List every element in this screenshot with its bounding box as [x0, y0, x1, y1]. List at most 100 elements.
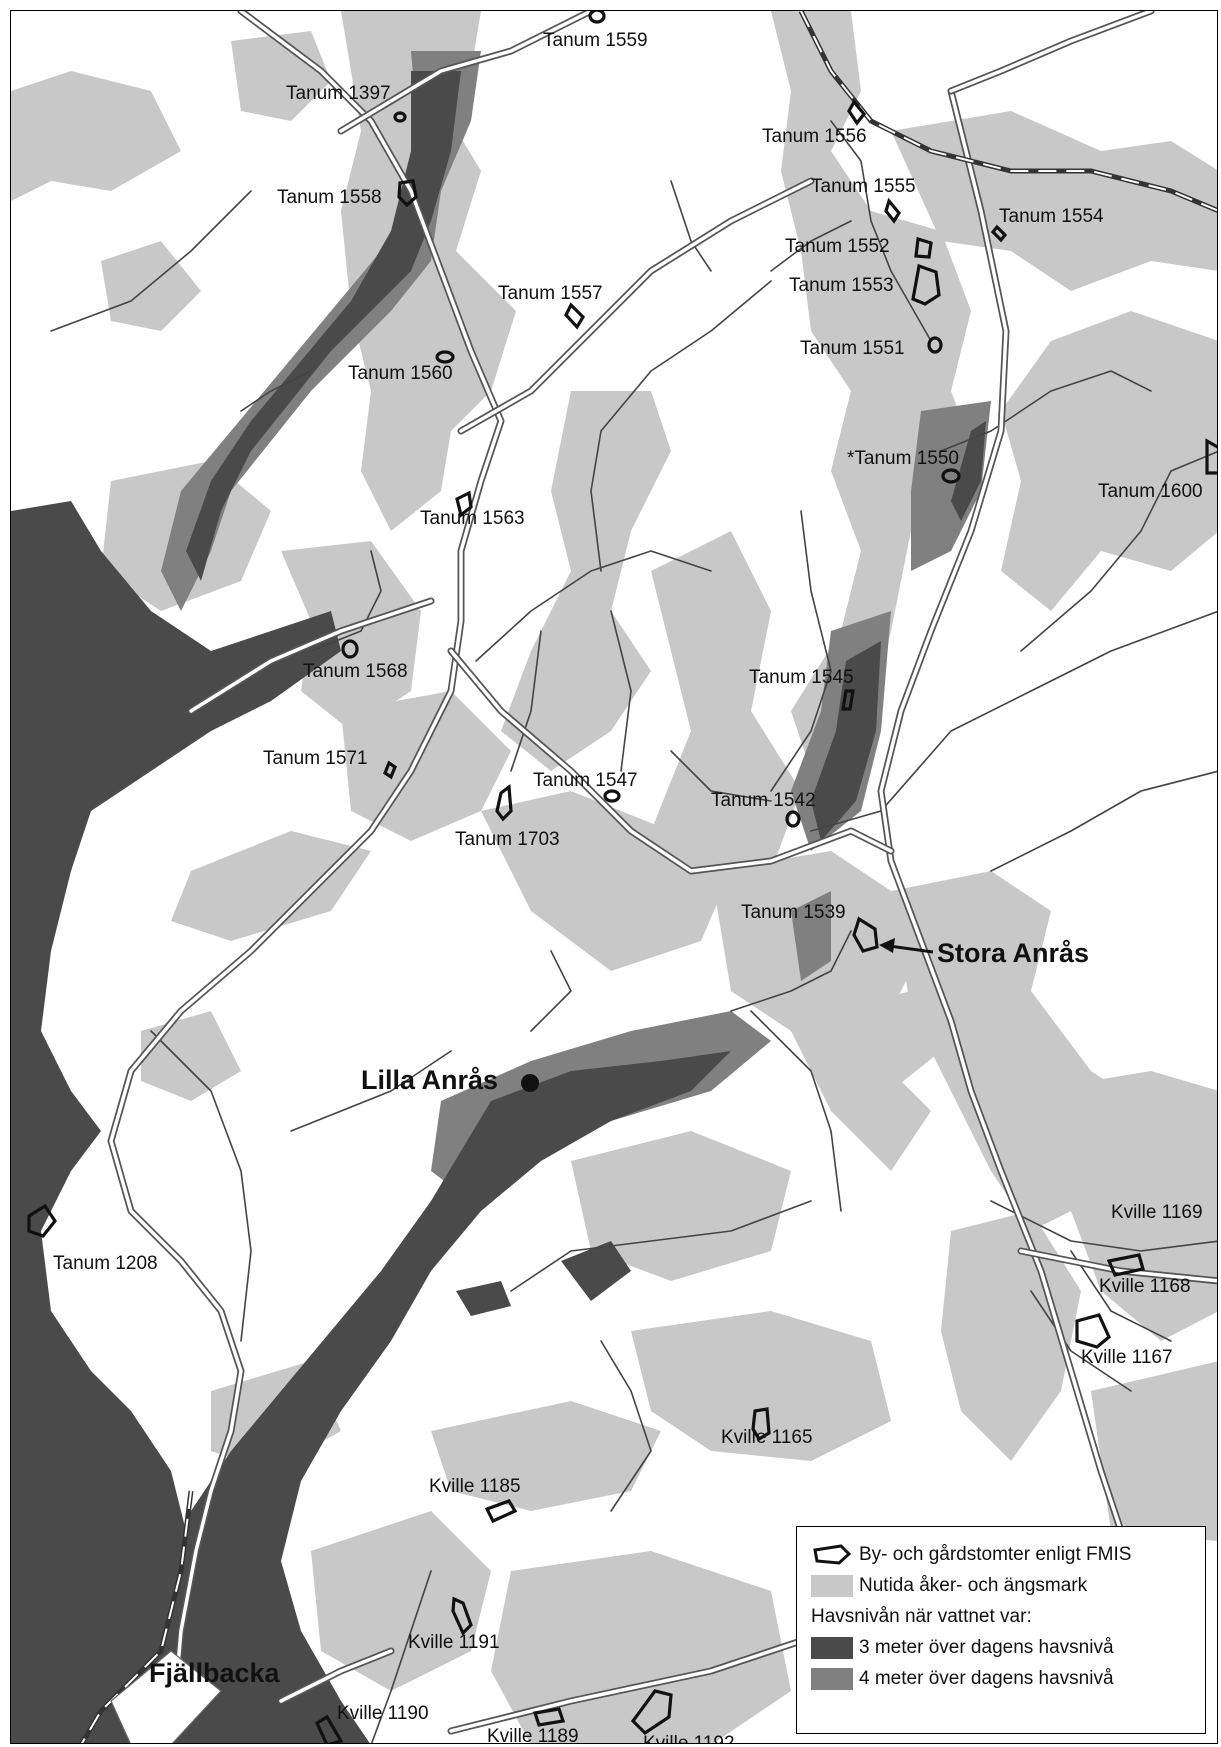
field-area	[481, 791, 731, 971]
site-label: Tanum 1547	[533, 770, 638, 791]
minor-road	[530, 950, 572, 1032]
site-outline	[914, 236, 933, 259]
site-outline	[785, 810, 801, 828]
legend-row-site: By- och gårdstomter enligt FMIS	[811, 1539, 1191, 1570]
site-label: Kville 1185	[429, 1476, 521, 1497]
main-road	[1019, 1249, 1217, 1283]
site-outline	[495, 783, 513, 822]
minor-road	[310, 550, 382, 652]
place-label-lilla-anras: Lilla Anrås	[361, 1065, 498, 1095]
field-area	[491, 1551, 791, 1743]
site-label: Tanum 1563	[420, 508, 525, 529]
sea-3m-area	[456, 1281, 511, 1316]
site-outline	[852, 916, 879, 953]
site-label: Kville 1189	[487, 1726, 579, 1744]
legend-row-sea-4m: 4 meter över dagens havsnivå	[811, 1663, 1191, 1694]
minor-road	[940, 370, 1152, 452]
site-label: Kville 1169	[1111, 1202, 1203, 1223]
site-outline	[393, 111, 407, 123]
sea-3m-swatch	[811, 1636, 853, 1659]
railway	[79, 11, 1217, 1743]
site-outline	[911, 263, 941, 306]
railway-line	[800, 11, 1217, 212]
stora-anras-arrow	[879, 938, 934, 954]
lilla-anras-marker	[521, 1074, 539, 1092]
site-label: Tanum 1558	[277, 187, 382, 208]
minor-road	[990, 770, 1217, 872]
site-label: Tanum 1551	[800, 338, 905, 359]
legend-row-sea-3m: 3 meter över dagens havsnivå	[811, 1632, 1191, 1663]
minor-road	[510, 630, 542, 772]
legend-label-sea-4m: 4 meter över dagens havsnivå	[859, 1667, 1114, 1689]
field-area	[1091, 1361, 1217, 1541]
minor-road	[830, 120, 932, 342]
site-label: Kville 1165	[721, 1427, 813, 1448]
field-area	[431, 1401, 661, 1511]
main-road	[449, 649, 893, 873]
minor-road	[1020, 450, 1217, 652]
town-block	[110, 1650, 222, 1743]
site-label: Tanum 1553	[789, 275, 894, 296]
site-label: *Tanum 1550	[847, 448, 959, 469]
field-area	[341, 691, 511, 841]
minor-roads	[50, 120, 1217, 1743]
site-label: Tanum 1208	[53, 1253, 158, 1274]
minor-road	[990, 1200, 1217, 1252]
sea-4m-area	[791, 891, 831, 981]
site-label: Tanum 1600	[1098, 481, 1203, 502]
site-label: Tanum 1557	[498, 283, 603, 304]
field-area	[501, 391, 671, 771]
main-road	[949, 11, 1153, 93]
sea-3m-area	[811, 641, 881, 841]
site-outline	[397, 179, 418, 208]
sea-3m-area	[171, 1051, 731, 1743]
field-area	[891, 111, 1217, 291]
site-outline	[630, 1689, 673, 1736]
site-outline	[990, 224, 1008, 243]
map-canvas[interactable]: Tanum 1559 Tanum 1397 Tanum 1556 Tanum 1…	[11, 11, 1218, 1744]
site-outline	[484, 1499, 518, 1524]
site-label: Tanum 1545	[749, 667, 854, 688]
sea-3m-area	[561, 1241, 631, 1301]
field-area	[631, 1311, 891, 1461]
field-area	[171, 831, 371, 941]
field-area	[941, 1211, 1081, 1461]
minor-road	[810, 610, 1217, 832]
site-outline	[564, 302, 586, 330]
site-label: Kville 1191	[408, 1632, 500, 1653]
site-label: Kville 1190	[337, 1703, 429, 1724]
site-label: Tanum 1559	[543, 30, 648, 51]
site-label: Kville 1168	[1099, 1276, 1191, 1297]
legend-label-field: Nutida åker- och ängsmark	[859, 1574, 1088, 1596]
map-legend: By- och gårdstomter enligt FMIS Nutida å…	[796, 1526, 1206, 1734]
legend-label-sea-3m: 3 meter över dagens havsnivå	[859, 1636, 1114, 1658]
minor-road	[610, 610, 632, 772]
minor-road	[730, 930, 852, 1012]
field-area	[11, 71, 181, 201]
main-road	[879, 89, 1123, 1533]
minor-road	[475, 550, 712, 662]
site-outline	[603, 789, 621, 803]
site-outline-swatch	[813, 1543, 852, 1565]
field-areas	[11, 11, 1217, 1743]
site-label: Kville 1167	[1081, 1347, 1173, 1368]
field-area	[281, 541, 421, 731]
site-outline	[751, 1407, 771, 1442]
minor-road	[240, 370, 312, 412]
site-outline	[927, 336, 943, 354]
place-label-fjallbacka: Fjällbacka	[149, 1658, 281, 1688]
site-outline	[1106, 1253, 1146, 1277]
site-label: Tanum 1571	[263, 748, 368, 769]
site-outlines	[27, 11, 1217, 1743]
site-label: Tanum 1554	[999, 206, 1104, 227]
minor-road	[600, 1340, 652, 1512]
sea-3m-area	[11, 501, 341, 1743]
site-outline	[341, 639, 359, 659]
main-road	[339, 11, 593, 133]
site-label: Tanum 1397	[286, 83, 391, 104]
site-outline	[1205, 438, 1217, 475]
minor-road	[370, 1570, 432, 1743]
site-label: Tanum 1542	[711, 790, 816, 811]
site-label: Kville 1192	[643, 1733, 735, 1744]
main-road	[459, 179, 813, 433]
